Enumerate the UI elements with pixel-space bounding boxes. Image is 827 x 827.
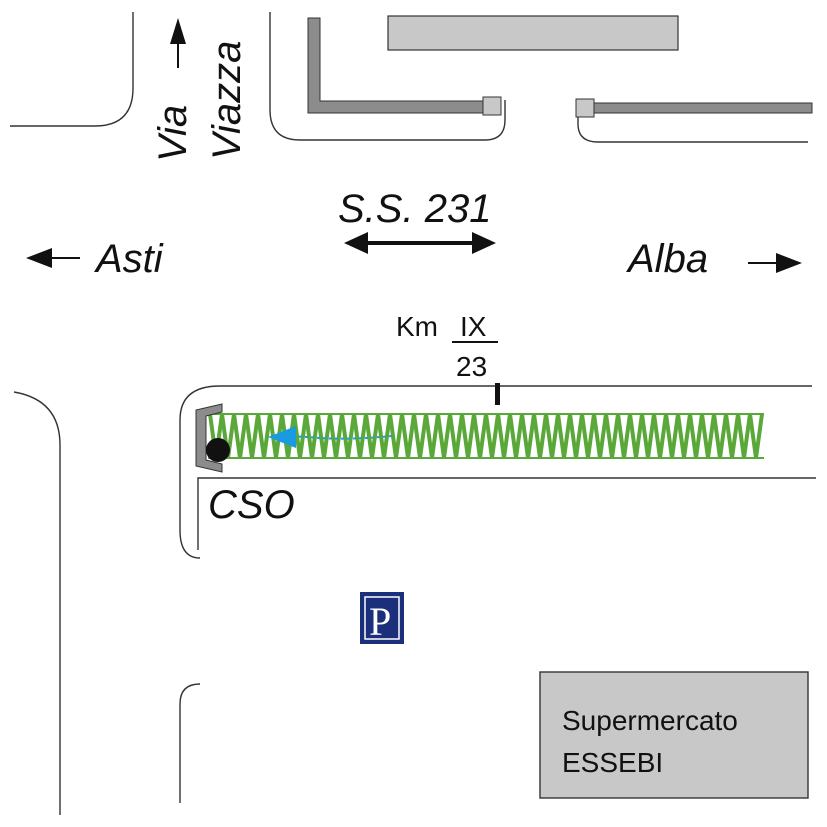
km-roman: IX xyxy=(460,311,487,342)
road-edge-left xyxy=(13,391,61,815)
road-label: S.S. 231 xyxy=(338,187,491,231)
bus-shelter xyxy=(195,403,223,473)
street-label-via: Via xyxy=(151,105,195,162)
arrow-right-icon xyxy=(748,253,802,273)
arrow-left-icon xyxy=(26,248,80,268)
km-tick xyxy=(495,383,500,405)
double-arrow-icon xyxy=(344,232,496,254)
supermarket-building xyxy=(539,671,809,799)
road-edge-top-middle xyxy=(269,12,506,141)
road-edge-top-left xyxy=(10,12,134,127)
supermarket-brand: ESSEBI xyxy=(562,747,663,778)
post-left xyxy=(482,96,502,116)
post-right xyxy=(575,98,595,118)
parking-icon: P xyxy=(360,592,404,644)
wall-right xyxy=(593,102,813,114)
stop-dot-icon xyxy=(206,438,230,462)
arrow-up-icon xyxy=(170,18,186,68)
supermarket-name: Supermercato xyxy=(562,705,738,736)
road-edge-bottom-upper xyxy=(179,385,812,559)
parking-symbol: P xyxy=(369,599,391,644)
hedge-strip xyxy=(208,413,764,459)
road-edges xyxy=(10,12,816,815)
road-edge-inner xyxy=(197,477,816,550)
route-arrow xyxy=(268,426,393,448)
road-edge-bottom-left xyxy=(179,683,201,803)
stop-label: CSO xyxy=(208,483,295,527)
km-number: 23 xyxy=(456,351,487,382)
street-label-viazza: Viazza xyxy=(205,41,249,160)
road-edge-top-right xyxy=(577,104,808,143)
direction-alba: Alba xyxy=(626,237,708,281)
building-top xyxy=(387,15,679,51)
direction-asti: Asti xyxy=(94,237,164,281)
km-label: Km xyxy=(396,311,438,342)
